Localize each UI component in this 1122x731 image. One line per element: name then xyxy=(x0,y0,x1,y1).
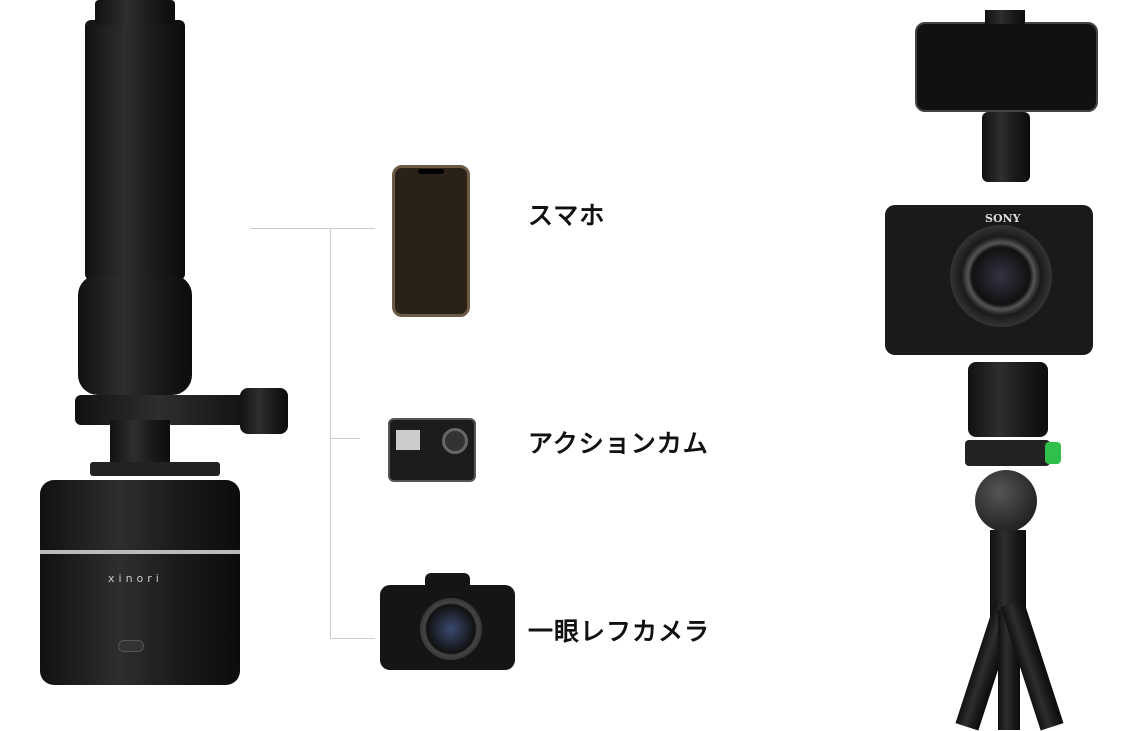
clamp-knob xyxy=(1045,442,1061,464)
ball-head xyxy=(975,470,1037,532)
dslr-prism xyxy=(425,573,470,593)
swivel-head xyxy=(78,275,192,395)
mount-plate xyxy=(90,462,220,476)
power-button xyxy=(118,640,144,652)
device-label-action-cam: アクションカム xyxy=(528,429,709,458)
tripod-gimbal xyxy=(968,362,1048,437)
action-camera-screen xyxy=(396,430,420,450)
connector-dslr xyxy=(330,638,375,639)
connector-action xyxy=(330,438,360,439)
connector-vertical xyxy=(330,228,331,638)
top-knob xyxy=(985,10,1025,24)
gimbal-logo: xinori xyxy=(108,572,163,585)
device-label-smartphone: スマホ xyxy=(528,201,606,230)
clamp-top xyxy=(95,0,175,25)
device-label-dslr: 一眼レフカメラ xyxy=(528,617,711,646)
mount-neck xyxy=(110,420,170,470)
phone-mount xyxy=(982,112,1030,182)
mount-knob xyxy=(240,388,288,434)
connector-main xyxy=(250,228,375,229)
action-camera-lens xyxy=(442,428,468,454)
quick-release-clamp xyxy=(965,440,1050,466)
top-phone xyxy=(915,22,1098,112)
smartphone-notch xyxy=(418,169,444,174)
camera-brand: SONY xyxy=(985,212,1021,225)
smartphone-icon xyxy=(392,165,470,317)
base-ring xyxy=(40,550,240,554)
dslr-lens xyxy=(420,598,482,660)
phone-clamp xyxy=(85,20,185,280)
camera-lens xyxy=(950,225,1052,327)
